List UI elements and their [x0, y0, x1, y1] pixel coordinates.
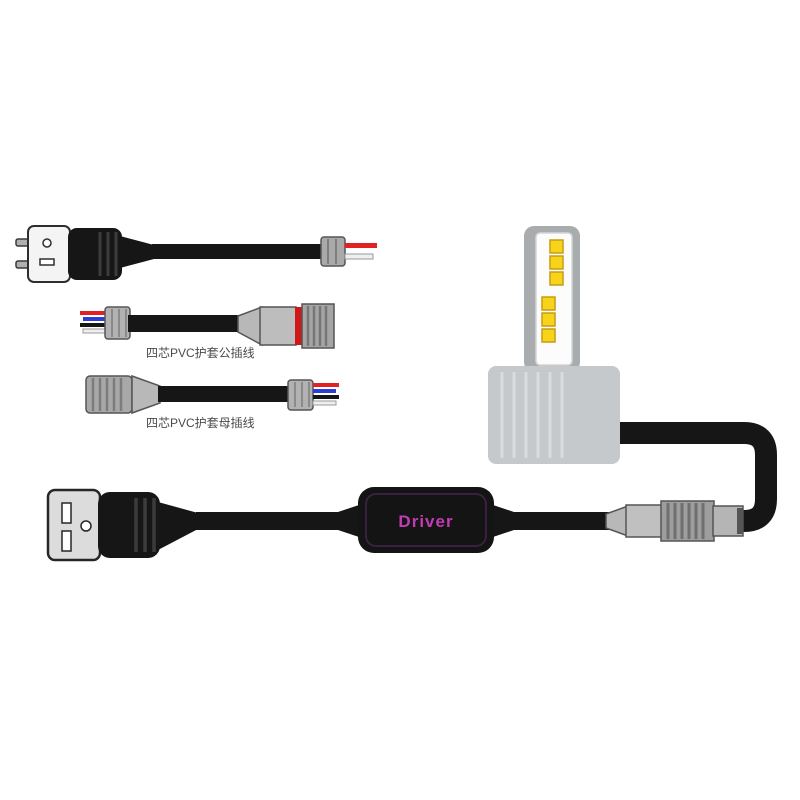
female-cable-label: 四芯PVC护套母插线: [146, 416, 255, 430]
plug-body-ridges: [134, 498, 156, 552]
ferrule-ridges: [111, 309, 127, 337]
driver-label: Driver: [398, 512, 453, 531]
connector-ring: [737, 508, 743, 534]
led-chip: [549, 255, 564, 270]
heatsink-fins: [500, 372, 564, 458]
led-chip: [541, 312, 556, 327]
wire-blue: [313, 389, 336, 393]
plug-neck: [120, 236, 154, 268]
female-connector-body: [625, 504, 663, 538]
wire-red: [345, 243, 377, 248]
plug-face-plate: [46, 488, 102, 562]
connector-red-ring: [295, 307, 302, 345]
cable: [158, 386, 290, 402]
plug-body: [98, 492, 160, 558]
male-connector-body: [259, 306, 297, 346]
cable: [196, 512, 346, 530]
cable: [510, 512, 612, 530]
wire-black: [313, 395, 339, 399]
power-cable: [152, 244, 324, 259]
led-chip: [541, 328, 556, 343]
male-pigtail-cable: [80, 303, 335, 349]
rib-lines: [306, 306, 328, 346]
led-bulb: [488, 226, 620, 464]
driver-body: [358, 487, 494, 553]
strain-relief-right: [490, 504, 514, 538]
bulb-power-cable: [612, 422, 777, 532]
female-pigtail-cable: [85, 374, 339, 415]
strain-relief-left: [338, 504, 362, 538]
gland-ridges: [327, 239, 337, 264]
ferrule-ridges: [294, 382, 310, 407]
wire-black: [80, 323, 107, 327]
plug-neck: [158, 502, 198, 550]
driver-inner-edge: [365, 493, 487, 547]
wire-white: [312, 400, 337, 406]
plug-ground-hole: [42, 238, 52, 248]
cable: [128, 315, 240, 332]
plug-slot-bottom: [61, 530, 72, 552]
wire-red: [80, 311, 107, 315]
plug-ground-hole: [80, 520, 92, 532]
bulb-heatsink-base: [488, 366, 620, 464]
dc-connector-pair: [605, 500, 744, 542]
led-chip: [549, 239, 564, 254]
cable-gland-nut: [320, 236, 346, 267]
plug-slot-top: [61, 502, 72, 524]
ac-power-plug-top: [15, 225, 377, 283]
ac-power-plug-bottom: [46, 488, 346, 562]
rib-lines: [91, 378, 123, 411]
wire-red: [313, 383, 339, 387]
wire-white: [344, 253, 374, 260]
connector-taper: [131, 374, 161, 415]
plug-slot: [39, 258, 55, 266]
led-chip: [549, 271, 564, 286]
driver-module: Driver: [338, 487, 612, 553]
rib-lines: [666, 503, 705, 539]
led-chip: [541, 296, 556, 311]
wire-white: [82, 328, 108, 334]
plug-body: [68, 228, 122, 280]
plug-body-ridges: [98, 232, 118, 276]
wire-blue: [83, 317, 107, 321]
plug-face-plate: [27, 225, 71, 283]
male-cable-label: 四芯PVC护套公插线: [146, 346, 255, 360]
